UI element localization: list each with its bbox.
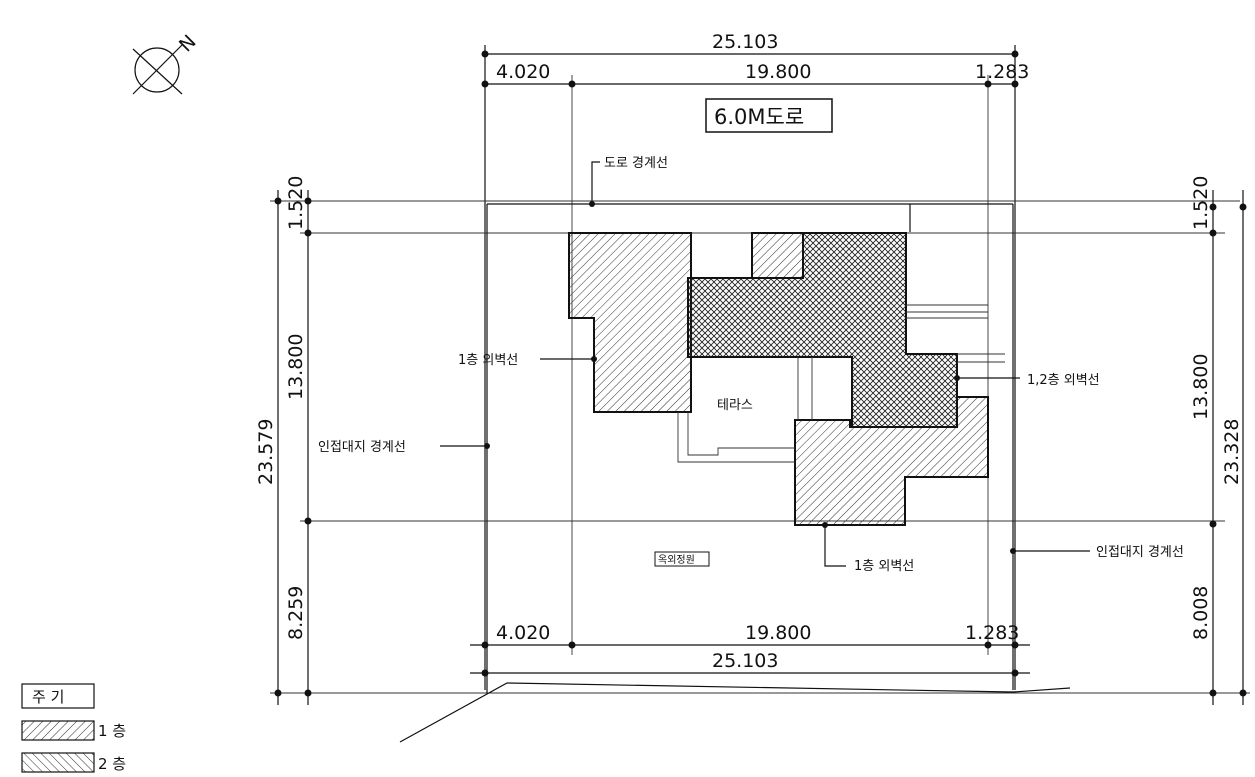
north-arrow-circle: [134, 47, 180, 93]
right-dimensions: 1.520 13.800 23.328 8.008: [1190, 176, 1247, 705]
dim-bottom-left: 4.020: [496, 622, 550, 644]
legend-title: 주 기: [32, 688, 64, 706]
site-boundary: [399, 203, 1071, 743]
dim-top-left: 4.020: [496, 61, 550, 83]
road-boundary-label: 도로 경계선: [604, 156, 668, 171]
building-second-floor: [687, 232, 958, 428]
dim-left-mid: 13.800: [285, 334, 307, 400]
dim-right-mid: 13.800: [1190, 354, 1212, 420]
dim-left-bottom: 8.259: [285, 586, 307, 640]
terrace-outline: [677, 304, 1005, 463]
road-label-text: 6.0M도로: [714, 105, 804, 129]
dim-left-total: 23.579: [255, 419, 277, 485]
legend-title-box: [21, 683, 95, 709]
annotations: 도로 경계선 1층 외벽선 1,2층 외벽선 테라스 인접대지 경계선 인접대지…: [318, 156, 1184, 574]
first-floor-wall-label-bottom: 1층 외벽선: [854, 559, 914, 574]
top-dimensions: 25.103 4.020 19.800 1.283: [481, 31, 1029, 690]
legend-swatch-floor1: [21, 720, 95, 741]
building-first-floor: [568, 232, 989, 526]
legend-label-floor1: 1 층: [98, 722, 126, 740]
dim-bottom-total: 25.103: [712, 650, 778, 672]
dim-right-top: 1.520: [1190, 176, 1212, 230]
wall-12-label: 1,2층 외벽선: [1027, 373, 1100, 388]
bottom-dimensions: 4.020 19.800 1.283 25.103: [470, 622, 1030, 677]
adjacent-right-label: 인접대지 경계선: [1096, 545, 1184, 560]
dim-left-top: 1.520: [285, 176, 307, 230]
road-label: 6.0M도로: [705, 98, 833, 133]
north-letter: N: [175, 31, 201, 57]
dim-right-total: 23.328: [1221, 419, 1243, 485]
left-dimensions: 23.579 1.520 13.800 8.259: [255, 176, 1250, 705]
first-floor-wall-label-left: 1층 외벽선: [458, 353, 518, 368]
outdoor-garden-label: 옥외정원: [658, 554, 695, 566]
terrace-label: 테라스: [717, 398, 753, 413]
dim-top-mid: 19.800: [745, 61, 811, 83]
north-arrow: N: [132, 31, 201, 95]
legend: 주 기 1 층 2 층: [21, 683, 126, 773]
dim-top-right: 1.283: [975, 61, 1029, 83]
legend-label-floor2: 2 층: [98, 755, 126, 773]
dim-bottom-mid: 19.800: [745, 622, 811, 644]
dim-top-total: 25.103: [712, 31, 778, 53]
dim-right-bottom: 8.008: [1190, 586, 1212, 640]
adjacent-left-label: 인접대지 경계선: [318, 440, 406, 455]
dim-bottom-right: 1.283: [965, 622, 1019, 644]
legend-swatch-floor2: [21, 752, 95, 773]
